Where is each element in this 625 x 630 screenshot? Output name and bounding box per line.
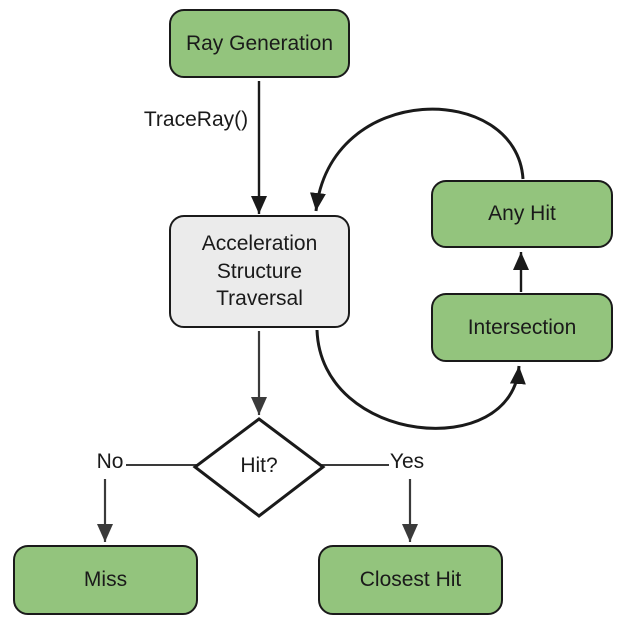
edge-label-traceray: TraceRay() bbox=[143, 108, 249, 131]
node-any-hit: Any Hit bbox=[431, 180, 613, 248]
decision-label-hit: Hit? bbox=[240, 454, 278, 477]
edge-traversal-to-intersection-curve bbox=[315, 329, 526, 430]
edge-anyhit-to-traversal-curve bbox=[309, 107, 525, 212]
node-miss: Miss bbox=[13, 545, 198, 615]
node-closest-hit: Closest Hit bbox=[318, 545, 503, 615]
edge-label-no: No bbox=[96, 450, 124, 473]
edge-label-yes: Yes bbox=[389, 450, 425, 473]
node-ray-generation: Ray Generation bbox=[169, 9, 350, 78]
node-acceleration-structure-traversal: Acceleration Structure Traversal bbox=[169, 215, 350, 328]
decision-diamond bbox=[192, 417, 326, 518]
node-intersection: Intersection bbox=[431, 293, 613, 362]
